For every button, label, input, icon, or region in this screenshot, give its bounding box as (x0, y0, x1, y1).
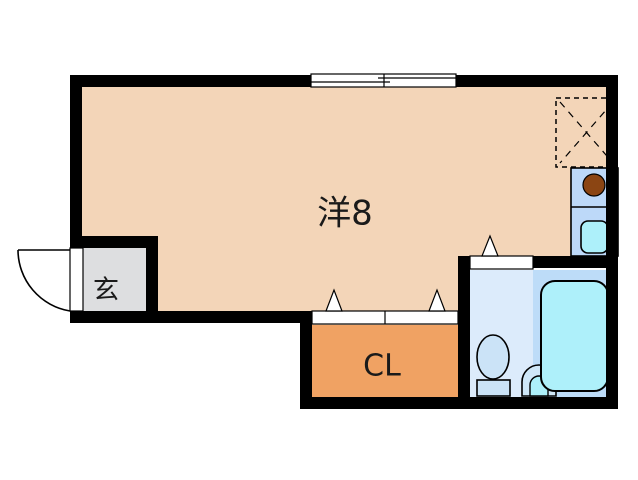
wall-right (606, 75, 618, 409)
wall-closet-right (458, 311, 470, 409)
entrance-floor (82, 248, 146, 323)
closet-doors-icon (311, 288, 459, 325)
floor-fills (82, 87, 606, 397)
overhead-cabinet-icon (555, 97, 618, 168)
walls (70, 75, 618, 409)
wall-closet-left (300, 311, 312, 409)
closet-floor (312, 325, 458, 397)
wall-left-upper (70, 75, 82, 248)
wall-bath-left (458, 256, 470, 326)
wall-entrance-right (146, 236, 158, 323)
closet-label: CL (363, 349, 401, 384)
entrance-label: 玄 (93, 276, 119, 306)
wall-entrance-top (82, 236, 158, 248)
stove-burner-icon (582, 173, 606, 197)
closet-door-marker-left (325, 288, 343, 312)
bathtub-icon (540, 280, 609, 392)
main-room-label: 洋8 (317, 194, 373, 234)
main-room-floor (82, 87, 606, 325)
bathroom-door-icon (469, 234, 534, 270)
kitchen-sink-icon (580, 220, 609, 254)
entrance-door-icon (17, 247, 84, 312)
bathroom-area (470, 270, 618, 397)
bathroom-door-marker (481, 234, 499, 257)
wall-entrance-bottom (70, 311, 158, 323)
toilet-icon (476, 334, 511, 397)
balcony-window-icon (310, 73, 457, 88)
wall-main-bottom-left (158, 311, 312, 323)
closet-door-marker-right (428, 288, 446, 312)
